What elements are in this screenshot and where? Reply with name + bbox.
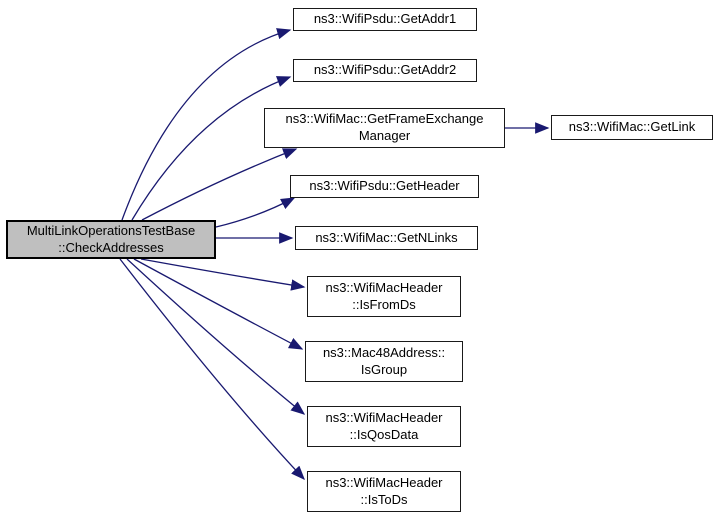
node-getaddr2[interactable]: ns3::WifiPsdu::GetAddr2 — [293, 59, 477, 82]
node-isgroup[interactable]: ns3::Mac48Address:: IsGroup — [305, 341, 463, 382]
node-getframeexchangemanager[interactable]: ns3::WifiMac::GetFrameExchange Manager — [264, 108, 505, 148]
node-istods[interactable]: ns3::WifiMacHeader ::IsToDs — [307, 471, 461, 512]
edge-main-to-getaddr2 — [131, 76, 292, 221]
edge-main-to-getfem — [141, 148, 298, 221]
node-label-line1: ns3::WifiMacHeader — [325, 474, 443, 490]
node-label-line2: IsGroup — [360, 361, 408, 377]
node-getlink[interactable]: ns3::WifiMac::GetLink — [551, 115, 713, 140]
node-label-line2: ::IsToDs — [360, 491, 408, 507]
node-label-line2: ::IsQosData — [349, 426, 419, 442]
edge-main-to-isfromds — [140, 258, 306, 291]
edge-main-to-getheader — [215, 197, 296, 228]
node-label-line1: ns3::WifiMac::GetFrameExchange — [285, 111, 484, 127]
node-label-line1: MultiLinkOperationsTestBase — [26, 222, 196, 238]
edge-main-to-isgroup — [133, 258, 304, 350]
node-label-line1: ns3::WifiPsdu::GetAddr1 — [313, 11, 457, 27]
node-label-line1: ns3::WifiMacHeader — [325, 409, 443, 425]
node-isfromds[interactable]: ns3::WifiMacHeader ::IsFromDs — [307, 276, 461, 317]
node-label-line2: ::CheckAddresses — [58, 239, 164, 255]
node-label-line1: ns3::WifiPsdu::GetAddr2 — [313, 62, 457, 78]
node-label-line2: ::IsFromDs — [352, 296, 416, 312]
node-getnlinks[interactable]: ns3::WifiMac::GetNLinks — [295, 226, 478, 250]
node-label-line1: ns3::WifiMacHeader — [325, 279, 443, 295]
edge-main-to-getaddr1 — [121, 28, 292, 221]
node-checkaddresses[interactable]: MultiLinkOperationsTestBase ::CheckAddre… — [6, 220, 216, 259]
node-label-line2: Manager — [358, 128, 411, 143]
edge-main-to-istods — [119, 258, 305, 481]
node-getaddr1[interactable]: ns3::WifiPsdu::GetAddr1 — [293, 8, 477, 31]
node-getheader[interactable]: ns3::WifiPsdu::GetHeader — [290, 175, 479, 198]
node-label-line1: ns3::Mac48Address:: — [322, 344, 446, 360]
node-label-line1: ns3::WifiMac::GetLink — [568, 119, 696, 135]
node-isqosdata[interactable]: ns3::WifiMacHeader ::IsQosData — [307, 406, 461, 447]
node-label-line1: ns3::WifiPsdu::GetHeader — [309, 178, 460, 194]
node-label-line1: ns3::WifiMac::GetNLinks — [315, 229, 458, 245]
edge-main-to-isqosdata — [126, 258, 306, 415]
